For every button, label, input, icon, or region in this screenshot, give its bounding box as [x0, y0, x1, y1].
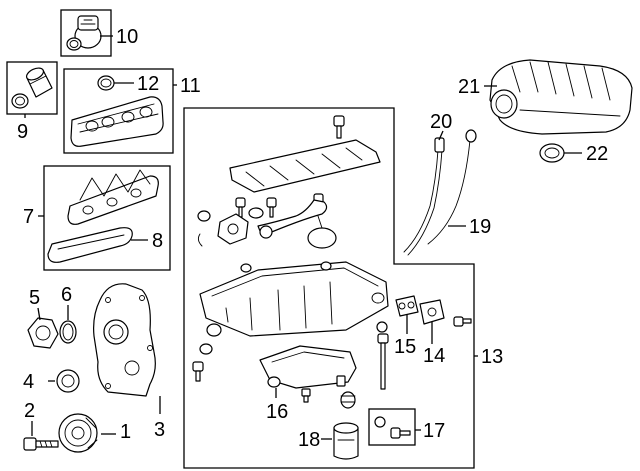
leader-lines	[24, 35, 582, 440]
callout-8: 8	[152, 230, 163, 252]
part-15-gasket	[395, 295, 419, 317]
callout-12: 12	[137, 73, 159, 95]
part-13-rings	[199, 321, 388, 355]
part-9-pcv-valve	[11, 67, 53, 109]
box-11	[63, 68, 174, 154]
callout-21: 21	[458, 76, 480, 98]
callout-labels: 1 2 3 4 5 6 7 8 9 10 11 12 13 14 15 16 1…	[17, 26, 608, 451]
part-5-flange	[27, 317, 59, 349]
box-7	[43, 165, 171, 271]
callout-13: 13	[481, 346, 503, 368]
callout-7: 7	[23, 206, 34, 228]
callout-9: 9	[17, 121, 28, 143]
callout-10: 10	[116, 26, 138, 48]
box-13	[183, 107, 475, 469]
part-2-bolt	[23, 437, 59, 451]
callout-18: 18	[298, 429, 320, 451]
part-13-windage-tray	[229, 139, 381, 193]
part-22-seal	[539, 143, 565, 163]
part-18-oil-filter	[333, 422, 359, 460]
box-17	[368, 408, 416, 446]
part-13-filter-adapter	[340, 391, 356, 409]
part-1-balancer	[58, 413, 98, 453]
part-6-o-ring	[59, 320, 77, 344]
part-13-long-bolt	[377, 333, 389, 390]
callout-5: 5	[29, 287, 40, 309]
part-19-dipstick	[427, 129, 477, 245]
callout-20: 20	[430, 111, 452, 133]
box-10	[60, 9, 112, 57]
callout-14: 14	[423, 345, 445, 367]
callout-16: 16	[266, 401, 288, 423]
part-21-intake-manifold	[489, 59, 633, 135]
callout-1: 1	[120, 421, 131, 443]
part-8-gasket	[47, 227, 133, 263]
part-7-cover	[67, 169, 159, 225]
part-13-bolt-top	[333, 115, 345, 139]
part-13-drain-plug	[301, 388, 311, 403]
callout-2: 2	[24, 400, 35, 422]
part-20-dipstick-tube	[403, 137, 445, 256]
callout-3: 3	[154, 419, 165, 441]
part-13-oil-pan	[199, 261, 389, 337]
callout-22: 22	[586, 143, 608, 165]
part-13-oil-pump	[197, 213, 249, 247]
callout-4: 4	[23, 371, 34, 393]
part-16-lower-pan	[259, 345, 357, 389]
part-13-bolt-left	[192, 361, 204, 382]
part-3-timing-cover	[93, 283, 156, 397]
part-11-valve-cover	[70, 75, 164, 147]
callout-17: 17	[423, 420, 445, 442]
part-17-bolt	[374, 416, 411, 439]
part-13-pickup-tube	[257, 199, 337, 249]
callout-19: 19	[469, 216, 491, 238]
part-13-bolts-row	[197, 193, 324, 222]
part-10-cap	[66, 15, 102, 51]
callout-15: 15	[394, 336, 416, 358]
part-14-cover	[419, 299, 472, 327]
callout-6: 6	[61, 284, 72, 306]
part-4-seal	[56, 369, 80, 393]
callout-11: 11	[180, 75, 201, 97]
box-9	[6, 61, 58, 115]
